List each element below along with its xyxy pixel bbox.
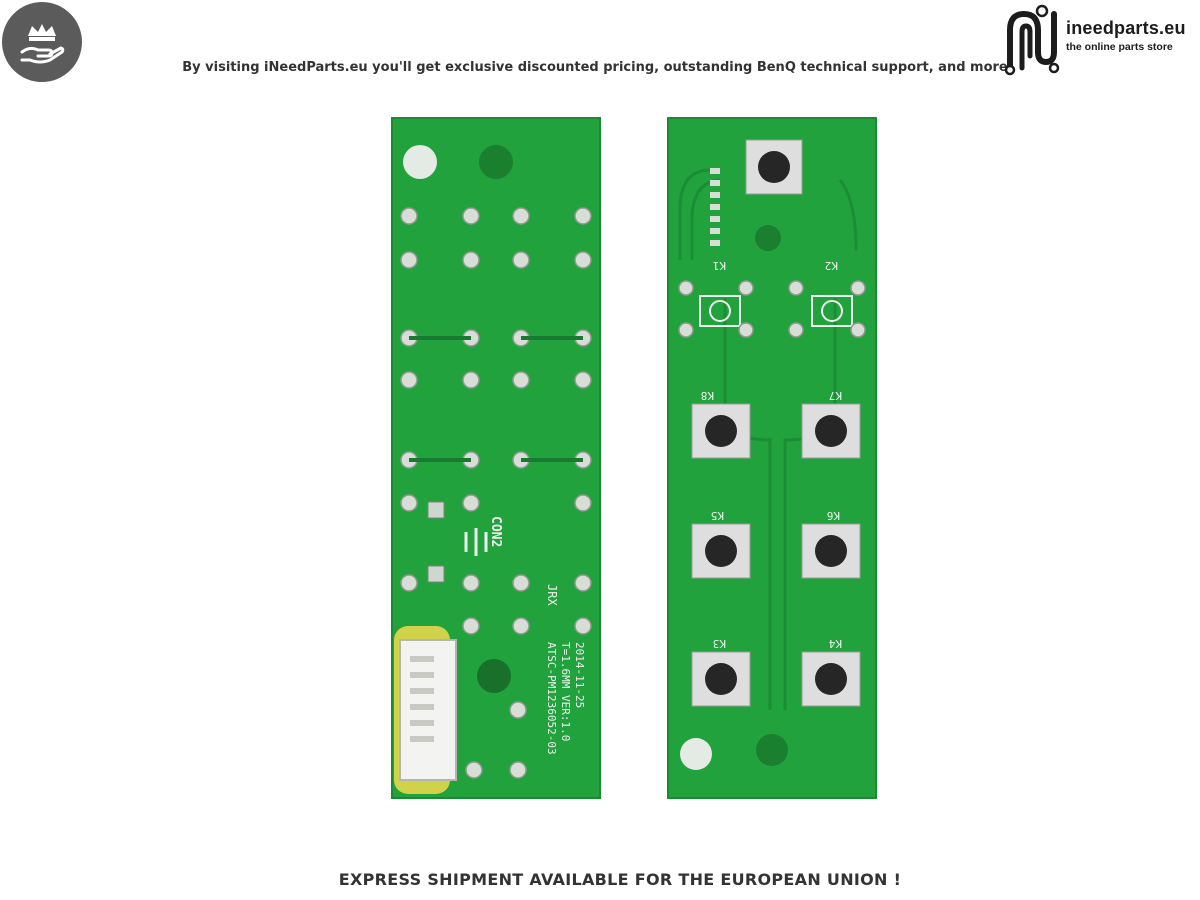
silkscreen-con2: CON2 <box>488 516 503 547</box>
silkscreen-part: ATSC-PM1236052-03 <box>545 642 558 755</box>
pcb-board-front: K1 K2 K8 K7 K5 K6 <box>667 117 877 799</box>
crown-hand-icon <box>20 24 65 64</box>
product-photo: CON2 JRX 2014-11-25 T=1.6MM VER:1.0 ATSC… <box>391 117 877 799</box>
silkscreen-k8: K8 <box>701 389 714 402</box>
tactile-switch-k5 <box>691 523 751 579</box>
silkscreen-jrx: JRX <box>545 584 559 606</box>
silkscreen-k7: K7 <box>829 389 842 402</box>
tactile-switch-k6 <box>801 523 861 579</box>
header-tagline: By visiting iNeedParts.eu you'll get exc… <box>182 60 1008 75</box>
tactile-switch-k4 <box>801 651 861 707</box>
silkscreen-k2: K2 <box>825 259 838 272</box>
silkscreen-k5: K5 <box>711 509 724 522</box>
logo-subtitle: the online parts store <box>1066 41 1173 53</box>
badge-logo <box>2 2 82 82</box>
silkscreen-spec: T=1.6MM VER:1.0 <box>559 642 572 741</box>
silkscreen-k1: K1 <box>713 259 726 272</box>
tactile-switch-k7 <box>801 403 861 459</box>
logo-name: ineedparts.eu <box>1066 18 1186 38</box>
footer-shipping-banner: EXPRESS SHIPMENT AVAILABLE FOR THE EUROP… <box>338 870 902 889</box>
silkscreen-date: 2014-11-25 <box>573 642 586 708</box>
tactile-switch-k8 <box>691 403 751 459</box>
silkscreen-k3: K3 <box>713 637 726 650</box>
silkscreen-k6: K6 <box>827 509 840 522</box>
tactile-switch-k3 <box>691 651 751 707</box>
ineedparts-logo-icon <box>1004 4 1060 76</box>
silkscreen-k4: K4 <box>828 637 842 650</box>
pcb-board-back: CON2 JRX 2014-11-25 T=1.6MM VER:1.0 ATSC… <box>391 117 601 799</box>
